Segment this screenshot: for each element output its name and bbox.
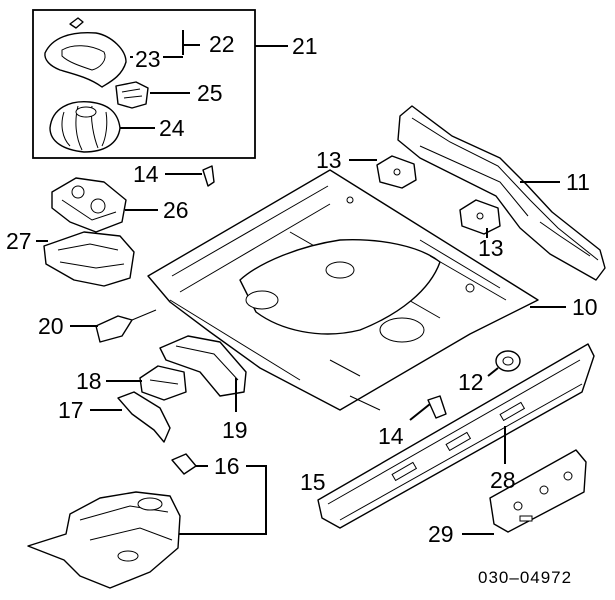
inset-frame — [32, 9, 256, 159]
bracket-16-part — [171, 453, 197, 475]
diagram-code: 030–04972 — [478, 568, 572, 587]
callout-15: 15 — [300, 469, 326, 495]
spacer-part — [95, 309, 157, 343]
callout-21: 21 — [292, 33, 318, 59]
callout-17: 17 — [58, 397, 84, 423]
console-mount-part — [51, 177, 127, 233]
clip-part-upper — [202, 165, 215, 187]
callout-19: 19 — [222, 417, 248, 443]
callout-22: 22 — [209, 31, 235, 57]
callout-18: 18 — [76, 368, 102, 394]
reinforcement-29-part — [489, 449, 587, 533]
clip-part-lower — [427, 395, 447, 419]
floor-cover-part — [43, 231, 135, 287]
callout-14-lower: 14 — [378, 423, 404, 449]
leader-15 — [170, 465, 267, 535]
callout-16: 16 — [214, 453, 240, 479]
bracket-17-part — [117, 391, 171, 443]
crossmember-19-part — [159, 335, 247, 397]
shift-boot-part — [49, 101, 121, 153]
callout-11: 11 — [566, 169, 590, 195]
floor-pan-part — [147, 169, 539, 411]
grommet-12-part — [495, 350, 521, 372]
shift-cover-part — [44, 17, 127, 88]
callout-13-lower: 13 — [478, 235, 504, 261]
callout-25: 25 — [197, 80, 223, 106]
callout-23: 23 — [135, 46, 161, 72]
leader-14b — [409, 403, 431, 421]
callout-14-upper: 14 — [133, 161, 159, 187]
upper-mount-bracket-part — [376, 155, 417, 189]
callout-20: 20 — [38, 313, 64, 339]
callout-29: 29 — [428, 521, 454, 547]
battery-tray-part — [27, 491, 181, 589]
bracket-18-part — [139, 365, 187, 401]
leader-22 — [182, 30, 200, 55]
callout-10: 10 — [572, 294, 598, 320]
callout-27: 27 — [6, 228, 32, 254]
bracket-part — [115, 81, 149, 109]
callout-28: 28 — [490, 467, 516, 493]
callout-12: 12 — [458, 369, 484, 395]
callout-24: 24 — [159, 115, 185, 141]
rocker-sill-part — [317, 343, 595, 529]
side-rail-part — [397, 105, 606, 281]
lower-mount-bracket-part — [459, 199, 501, 235]
callout-13-upper: 13 — [316, 147, 342, 173]
leader-12 — [487, 367, 499, 377]
callout-26: 26 — [163, 197, 189, 223]
